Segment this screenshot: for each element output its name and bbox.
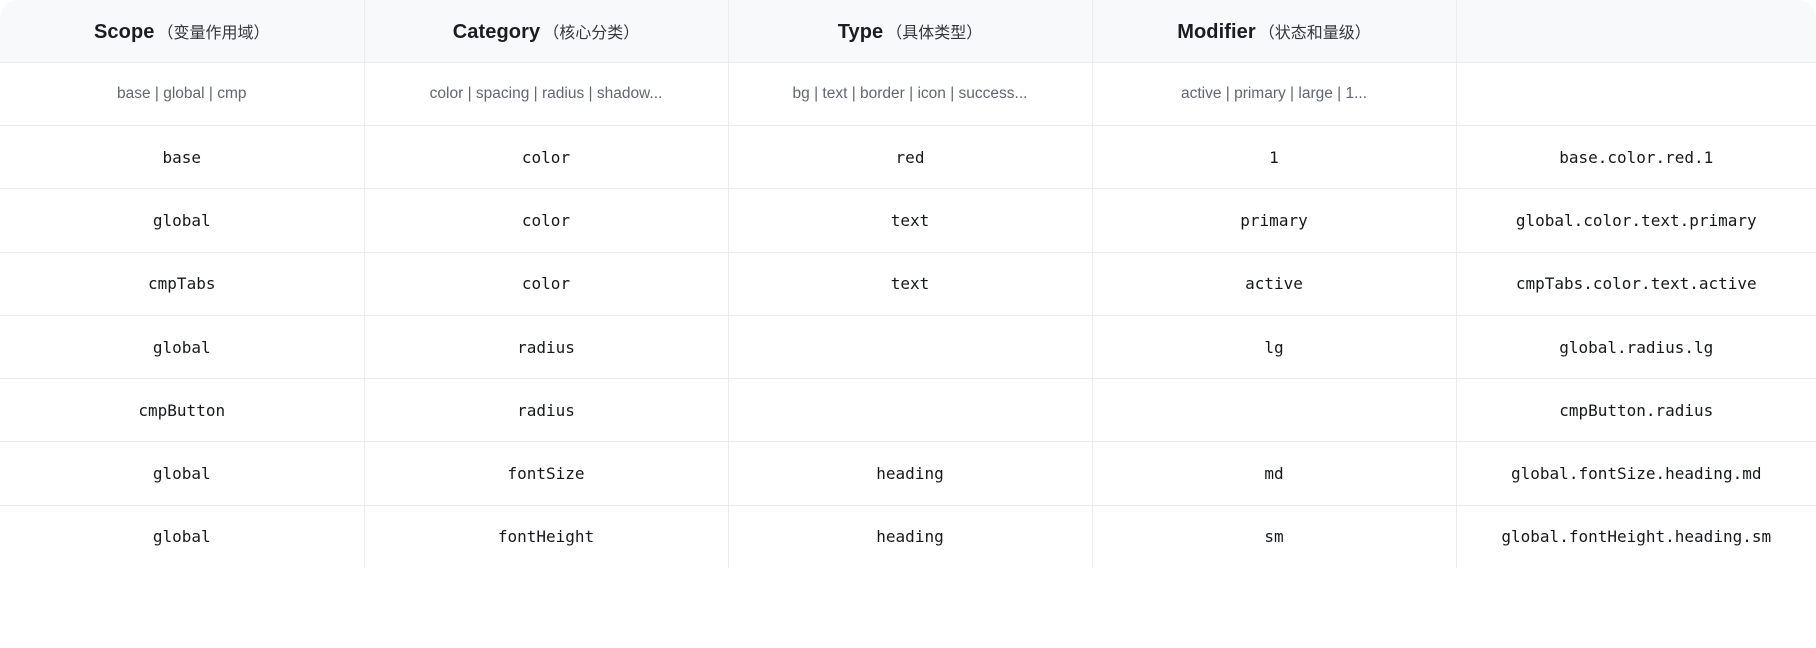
column-header-type-title: Type [837,20,884,43]
cell-modifier: 1 [1092,125,1457,190]
cell-modifier: active [1092,252,1457,316]
cell-scope: global [0,188,365,253]
cell-category: fontSize [364,441,729,506]
table-row: global color text primary global.color.t… [0,188,1816,253]
cell-category: radius [364,315,729,380]
cell-result: global.radius.lg [1456,315,1816,380]
table-header: Scope（变量作用域） Category（核心分类） Type（具体类型） M… [0,0,1816,63]
cell-category: color [364,125,729,190]
cell-scope: global [0,315,365,380]
cell-result: cmpButton.radius [1456,378,1816,443]
table-row: global fontHeight heading sm global.font… [0,505,1816,569]
cell-type: text [728,252,1093,316]
column-header-modifier-subtitle: （状态和量级） [1258,24,1371,42]
column-example-scope: base | global | cmp [0,62,365,126]
column-examples-row: base | global | cmp color | spacing | ra… [0,62,1816,126]
cell-scope: global [0,441,365,506]
column-header-type-subtitle: （具体类型） [886,24,983,42]
cell-scope: global [0,505,365,569]
column-header-category-subtitle: （核心分类） [543,24,640,42]
cell-result: global.fontSize.heading.md [1456,441,1816,506]
cell-scope: cmpButton [0,378,365,443]
table-row: cmpTabs color text active cmpTabs.color.… [0,252,1816,316]
cell-type: red [728,125,1093,190]
column-header-category: Category（核心分类） [364,0,729,63]
cell-scope: base [0,125,365,190]
column-header-scope-title: Scope [93,20,155,43]
table-row: global radius lg global.radius.lg [0,315,1816,380]
table-row: global fontSize heading md global.fontSi… [0,441,1816,506]
cell-modifier [1092,378,1457,443]
column-header-scope-subtitle: （变量作用域） [157,24,270,42]
cell-category: radius [364,378,729,443]
table-row: cmpButton radius cmpButton.radius [0,378,1816,443]
cell-modifier: primary [1092,188,1457,253]
cell-result: base.color.red.1 [1456,125,1816,190]
cell-modifier: sm [1092,505,1457,569]
column-header-type: Type（具体类型） [728,0,1093,63]
cell-type [728,378,1093,443]
column-header-category-title: Category [452,20,541,43]
column-example-category: color | spacing | radius | shadow... [364,62,729,126]
cell-result: global.fontHeight.heading.sm [1501,527,1772,547]
cell-category: color [364,188,729,253]
cell-modifier: lg [1092,315,1457,380]
cell-modifier: md [1092,441,1457,506]
column-header-result [1456,0,1816,63]
cell-type: text [728,188,1093,253]
cell-category: color [364,252,729,316]
column-example-type: bg | text | border | icon | success... [728,62,1093,126]
table-body: base | global | cmp color | spacing | ra… [0,62,1816,569]
table-header-row: Scope（变量作用域） Category（核心分类） Type（具体类型） M… [0,0,1816,63]
cell-type: heading [728,441,1093,506]
cell-type: heading [728,505,1093,569]
cell-scope: cmpTabs [0,252,365,316]
column-example-modifier: active | primary | large | 1... [1092,62,1457,126]
cell-result: cmpTabs.color.text.active [1456,252,1816,316]
column-example-result [1456,62,1816,126]
column-header-scope: Scope（变量作用域） [0,0,365,63]
cell-type [728,315,1093,380]
cell-result: global.color.text.primary [1456,188,1816,253]
cell-category: fontHeight [364,505,729,569]
table-row: base color red 1 base.color.red.1 [0,125,1816,190]
design-token-naming-table: Scope（变量作用域） Category（核心分类） Type（具体类型） M… [0,0,1816,569]
column-header-modifier-title: Modifier [1177,20,1256,43]
column-header-modifier: Modifier（状态和量级） [1092,0,1457,63]
